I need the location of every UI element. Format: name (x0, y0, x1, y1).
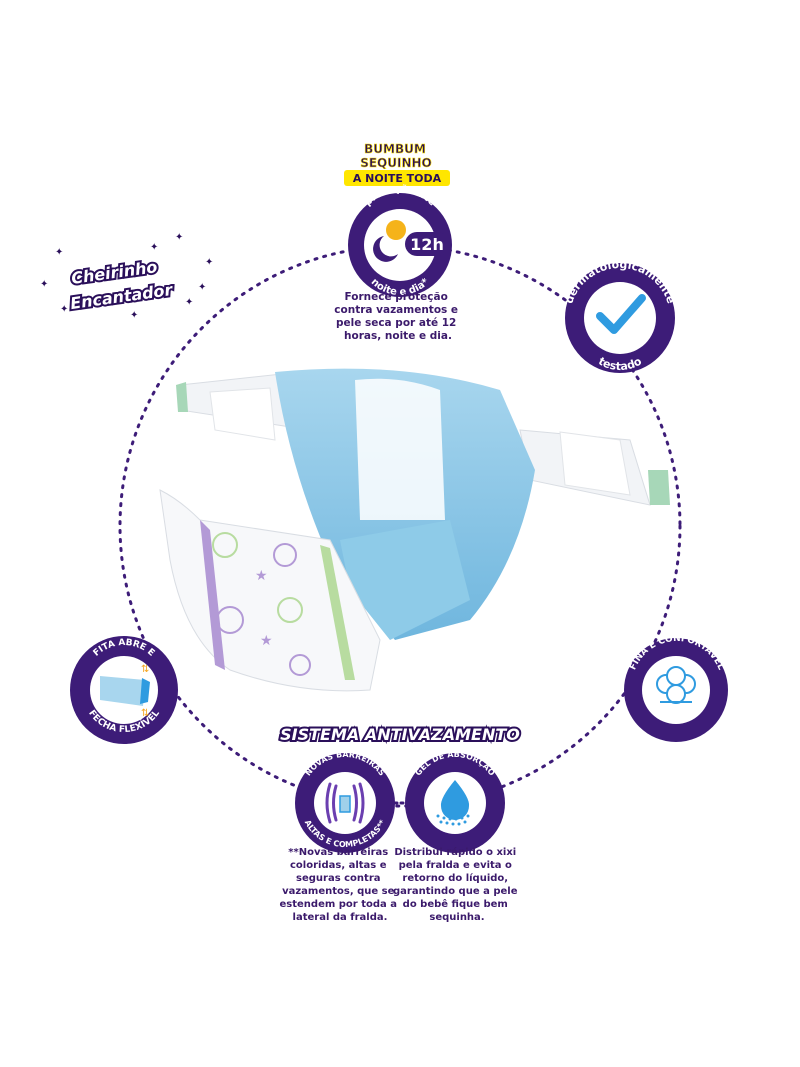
barriers-badge: NOVAS BARREIRAS ALTAS E COMPLETAS** (295, 750, 395, 853)
bumbum-headline: BUMBUM SEQUINHO A NOITE TODA (344, 142, 450, 186)
headline-line2: SEQUINHO (360, 156, 432, 170)
svg-text:✦: ✦ (205, 257, 213, 268)
svg-text:✦: ✦ (40, 279, 48, 290)
protection-description: Fornece proteção contra vazamentos e pel… (334, 291, 461, 342)
svg-text:⇅: ⇅ (141, 664, 149, 675)
svg-text:✦: ✦ (150, 242, 158, 253)
gel-badge: GEL DE ABSORÇÃO RÁPIDA (405, 750, 505, 853)
tape-icon: ⇅ ⇅ (100, 664, 150, 719)
scent-headline: Cheirinho Encantador ✦✦✦ ✦✦✦ ✦✦✦ (40, 232, 213, 321)
diaper-illustration: ★ ★ (159, 368, 670, 692)
dotted-ring (118, 244, 682, 808)
gel-description: Distribui rápido o xixi pela fralda e ev… (393, 846, 521, 923)
svg-text:★: ★ (255, 568, 268, 584)
barrier-icon (325, 782, 365, 824)
headline-line3: A NOITE TODA (353, 172, 442, 185)
headline-line1: BUMBUM (364, 142, 426, 156)
derm-arc-bottom: testado (596, 354, 644, 373)
tape-badge: FITA ABRE E FECHA FLEXÍVEL ⇅ ⇅ (70, 636, 178, 744)
system-title: SISTEMA ANTIVAZAMENTO (280, 725, 520, 744)
svg-text:★: ★ (260, 633, 273, 649)
svg-text:✦: ✦ (55, 247, 63, 258)
sun-icon (386, 220, 406, 240)
derm-badge: dermatologicamente testado (562, 258, 677, 373)
svg-text:✦: ✦ (130, 310, 138, 321)
svg-text:RÁPIDA: RÁPIDA (435, 820, 474, 834)
svg-text:⇅: ⇅ (141, 708, 149, 719)
sparkle-icon: ✦ ✦ ✦ ✦ ✦ ✦ ✦ ✦ ✦ (40, 232, 213, 321)
barriers-description: **Novas barreiras coloridas, altas e seg… (280, 847, 401, 923)
cotton-icon (656, 666, 696, 704)
svg-text:✦: ✦ (198, 282, 206, 293)
gel-arc-bottom: RÁPIDA (435, 820, 474, 834)
svg-text:✦: ✦ (60, 304, 68, 315)
checkmark-icon (596, 294, 646, 334)
svg-text:✦: ✦ (175, 232, 183, 243)
svg-text:testado: testado (596, 354, 644, 373)
protection-badge: proteção até noite e dia* 12h (348, 184, 452, 298)
droplet-icon (436, 780, 470, 826)
svg-text:✦: ✦ (185, 297, 193, 308)
soft-badge: FINA E CONFORTÁVEL (624, 634, 728, 742)
moon-icon (373, 236, 398, 262)
hours-label: 12h (410, 235, 444, 254)
